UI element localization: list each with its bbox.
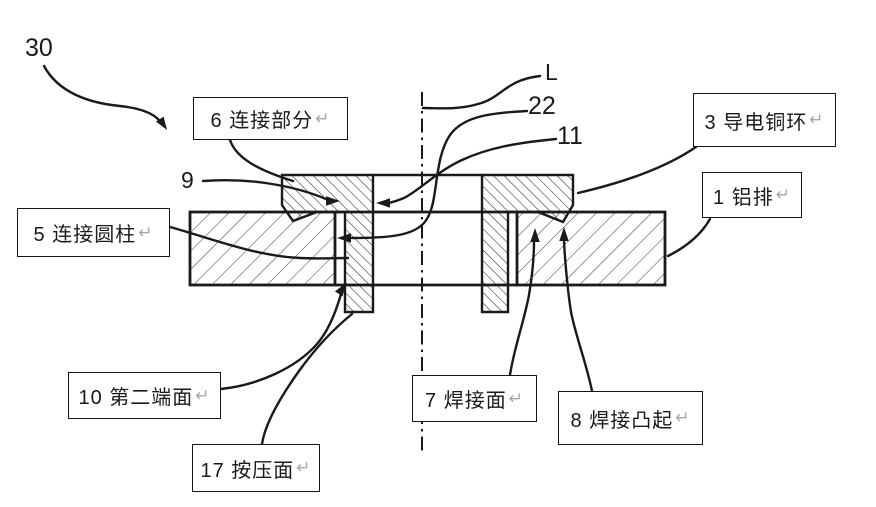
return-mark-icon: ↵ — [675, 408, 691, 427]
leader-5 — [168, 225, 350, 260]
leader-L — [421, 74, 542, 110]
callout-17-text: 17 按压面 — [200, 459, 295, 482]
ref-numeral-9: 9 — [181, 167, 194, 193]
leader-22 — [350, 109, 529, 240]
arrowhead-7 — [530, 228, 540, 242]
arrowhead-8 — [559, 227, 569, 241]
arrowhead-10 — [335, 283, 346, 297]
return-mark-icon: ↵ — [809, 110, 825, 129]
callout-10-second-end-face: 10 第二端面↵ — [68, 372, 221, 419]
aluminum-bar-left-section — [188, 210, 337, 287]
ref-letter-L: L — [545, 59, 558, 85]
leader-17 — [260, 312, 354, 446]
aluminum-bar-right-section — [515, 210, 667, 287]
leader-6 — [228, 138, 295, 183]
return-mark-icon: ↵ — [138, 222, 154, 242]
ref-numeral-11: 11 — [557, 122, 583, 150]
arrowhead-9 — [326, 196, 340, 206]
leader-3 — [576, 145, 698, 195]
leader-30 — [42, 64, 162, 123]
callout-10-text: 10 第二端面 — [78, 387, 194, 409]
callout-3-conductive-copper-ring: 3 导电铜环↵ — [693, 93, 836, 147]
return-mark-icon: ↵ — [195, 385, 211, 405]
arrowhead-11 — [376, 198, 390, 208]
leader-7 — [508, 240, 536, 377]
callout-1-aluminum-bar: 1 铝排↵ — [702, 172, 802, 218]
leader-1 — [666, 217, 712, 258]
callout-5-connecting-cylinder: 5 连接圆柱↵ — [17, 208, 170, 257]
ref-numeral-30: 30 — [25, 34, 53, 62]
return-mark-icon: ↵ — [508, 388, 524, 408]
leader-10 — [219, 292, 343, 391]
callout-8-text: 8 焊接凸起 — [570, 409, 674, 432]
return-mark-icon: ↵ — [775, 185, 791, 204]
leader-8 — [562, 239, 594, 393]
leader-9 — [201, 178, 328, 201]
callout-7-text: 7 焊接面 — [425, 390, 507, 412]
return-mark-icon: ↵ — [296, 458, 312, 477]
arrowhead-30 — [156, 116, 167, 130]
callout-7-welding-face: 7 焊接面↵ — [412, 375, 537, 422]
callout-6-connection-part: 6 连接部分↵ — [193, 97, 348, 140]
callout-6-text: 6 连接部分 — [210, 110, 314, 132]
return-mark-icon: ↵ — [315, 108, 331, 128]
callout-17-pressing-face: 17 按压面↵ — [192, 444, 320, 492]
leader-11 — [387, 137, 558, 205]
callout-5-text: 5 连接圆柱 — [33, 224, 137, 246]
arrowhead-22 — [337, 233, 351, 243]
callout-1-text: 1 铝排 — [713, 186, 774, 209]
callout-3-text: 3 导电铜环 — [704, 111, 808, 134]
ref-numeral-22: 22 — [528, 92, 556, 120]
callout-8-welding-protrusion: 8 焊接凸起↵ — [558, 391, 703, 445]
